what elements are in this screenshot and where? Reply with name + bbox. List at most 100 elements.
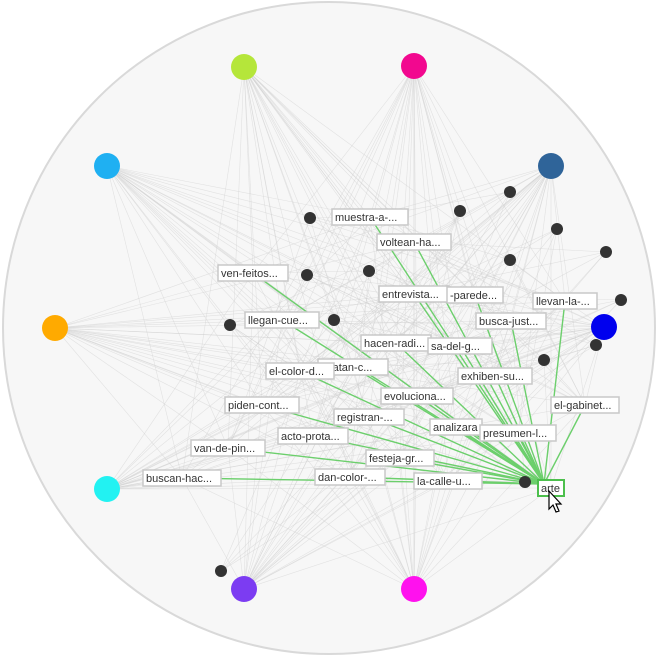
background-edge [106, 294, 476, 490]
background-edge [352, 165, 552, 368]
background-edge [106, 165, 397, 344]
term-label-festeja[interactable]: festeja-gr... [365, 449, 435, 467]
term-label-text: entrevista... [382, 289, 439, 301]
background-edge [54, 327, 354, 368]
term-label-text: presumen-l... [483, 428, 547, 440]
cat-lightblue-node[interactable] [94, 153, 120, 179]
term-label-box [365, 449, 435, 467]
term-label-muestra[interactable]: muestra-a-... [331, 208, 409, 226]
background-edge [54, 327, 229, 449]
term-node[interactable] [304, 212, 316, 224]
term-label-box [142, 469, 222, 487]
background-edge [494, 165, 552, 377]
term-label-busca-just[interactable]: busca-just... [475, 312, 547, 330]
term-label-box [217, 264, 289, 282]
cat-violet-node[interactable] [231, 576, 257, 602]
background-edge [54, 293, 415, 329]
term-node[interactable] [615, 294, 627, 306]
background-edge [447, 326, 605, 482]
background-edge [106, 165, 457, 428]
term-node[interactable] [590, 339, 602, 351]
background-edge [299, 191, 511, 372]
term-node[interactable] [504, 254, 516, 266]
term-label-text: -parede... [450, 290, 497, 302]
background-edge [54, 327, 370, 418]
background-edge [494, 251, 607, 377]
term-label-llegan[interactable]: llegan-cue... [244, 311, 320, 329]
term-label-exhiben[interactable]: exhiben-su... [457, 367, 533, 385]
cat-magenta-node[interactable] [401, 53, 427, 79]
background-edge [243, 66, 254, 274]
highlighted-edge [395, 342, 545, 485]
background-edge [243, 66, 263, 406]
term-label-box [190, 439, 266, 457]
term-node[interactable] [504, 186, 516, 198]
term-label-el-gabinet[interactable]: el-gabinet... [550, 396, 620, 414]
term-label-box [413, 472, 483, 490]
term-label-piden[interactable]: piden-cont... [224, 396, 300, 414]
background-edge [243, 432, 519, 590]
term-label-text: registran-... [337, 412, 393, 424]
term-node[interactable] [363, 265, 375, 277]
term-node[interactable] [519, 476, 531, 488]
background-edge [243, 404, 263, 590]
background-edge [54, 216, 371, 329]
term-node[interactable] [538, 354, 550, 366]
background-edge [220, 216, 371, 572]
background-edge [106, 165, 476, 296]
highlighted-edge [413, 293, 545, 485]
background-edge [550, 165, 586, 406]
term-node[interactable] [215, 565, 227, 577]
background-edge [243, 487, 552, 590]
background-edge [413, 241, 597, 346]
term-node[interactable] [551, 223, 563, 235]
term-label-sa-del-g[interactable]: sa-del-g... [427, 337, 493, 355]
term-node[interactable] [600, 246, 612, 258]
term-label-buscan-hac[interactable]: buscan-hac... [142, 469, 222, 487]
background-edge [413, 487, 552, 590]
background-edge [243, 342, 397, 590]
term-node[interactable] [454, 205, 466, 217]
background-edge [413, 65, 512, 322]
cat-pink-node[interactable] [401, 576, 427, 602]
cat-steelblue-node[interactable] [538, 153, 564, 179]
term-label-voltean[interactable]: voltean-ha... [376, 233, 452, 251]
term-label-dan-color[interactable]: dan-color-... [314, 468, 386, 486]
term-label-arte[interactable]: arte [537, 479, 565, 497]
background-edge [106, 165, 566, 302]
background-edge [106, 272, 254, 490]
term-label-registran[interactable]: registran-... [333, 408, 405, 426]
term-node[interactable] [301, 269, 313, 281]
term-label-evoluciona[interactable]: evoluciona... [380, 387, 454, 405]
background-edge [413, 320, 512, 590]
background-edge [54, 327, 183, 479]
background-edge [106, 165, 586, 406]
term-label-hacen-radi[interactable]: hacen-radi... [360, 334, 432, 352]
term-label-acto[interactable]: acto-prota... [277, 427, 349, 445]
cat-lime-node[interactable] [231, 54, 257, 80]
term-label-analizara[interactable]: analizara [429, 418, 483, 436]
highlighted-edge [252, 272, 545, 485]
term-label-entrevista[interactable]: entrevista... [378, 285, 450, 303]
term-label-la-calle[interactable]: la-calle-u... [413, 472, 483, 490]
background-edge [416, 165, 552, 397]
cat-cyan-node[interactable] [94, 476, 120, 502]
term-label-el-color[interactable]: el-color-d... [265, 362, 335, 380]
term-label-van-de-pin[interactable]: van-de-pin... [190, 439, 266, 457]
term-label-parede[interactable]: -parede... [446, 286, 504, 304]
cat-orange-node[interactable] [42, 315, 68, 341]
term-label-presumen[interactable]: presumen-l... [479, 424, 557, 442]
term-label-ecatan[interactable]: ecatan-c... [317, 358, 389, 376]
background-edge [227, 447, 245, 590]
term-label-ven-feitos[interactable]: ven-feitos... [217, 264, 289, 282]
background-edge [261, 326, 605, 406]
background-edge [106, 241, 415, 490]
background-edge [54, 327, 301, 372]
term-label-text: acto-prota... [281, 431, 340, 443]
background-edge [413, 165, 552, 295]
cat-blue-node[interactable] [591, 314, 617, 340]
term-node[interactable] [224, 319, 236, 331]
term-node[interactable] [328, 314, 340, 326]
term-label-llevan[interactable]: llevan-la-... [532, 292, 598, 310]
